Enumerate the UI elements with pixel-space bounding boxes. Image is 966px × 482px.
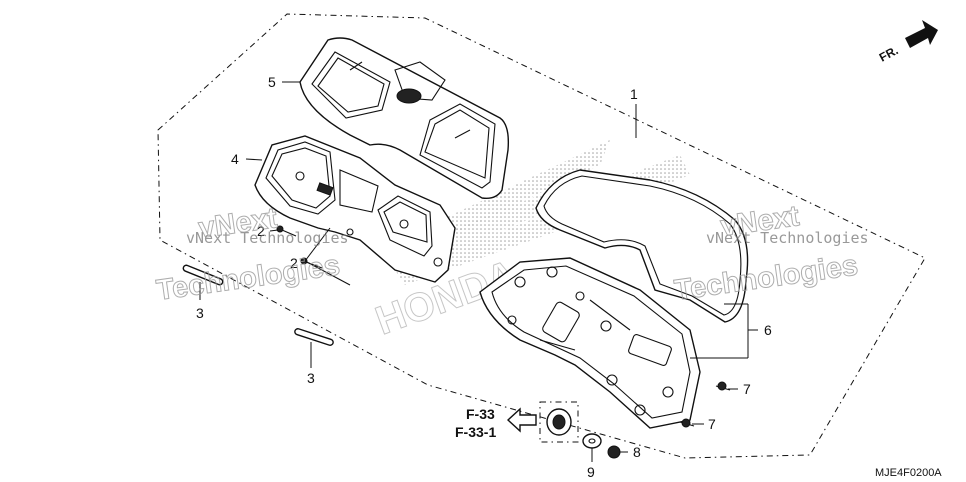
diagram-code: MJE4F0200A — [875, 467, 942, 479]
callout-2-b: 2 — [290, 255, 298, 271]
screw-part-7-a[interactable] — [715, 381, 731, 391]
reference-f-33-1: F-33-1 — [455, 424, 496, 440]
pin-part-3-a[interactable] — [182, 264, 224, 286]
callout-2-a: 2 — [257, 223, 265, 239]
callout-6: 6 — [764, 322, 772, 338]
screw-part-2-a[interactable] — [276, 225, 297, 237]
pin-part-3-b[interactable] — [294, 328, 334, 346]
callout-4: 4 — [231, 151, 239, 167]
callout-8: 8 — [633, 444, 641, 460]
watermark-large-left: Technologies — [155, 250, 342, 307]
assembly-boundary — [157, 13, 926, 459]
meter-lower-case-part-6[interactable] — [479, 257, 701, 429]
nut-part-8[interactable] — [607, 445, 621, 459]
meter-gasket-part-6[interactable] — [535, 169, 749, 323]
callout-1: 1 — [630, 86, 638, 102]
watermark-small-right: vNext Technologies — [706, 229, 869, 247]
meter-visor-part-5[interactable] — [299, 37, 510, 200]
screw-part-7-b[interactable] — [679, 418, 695, 428]
meter-case-part-4[interactable] — [254, 135, 456, 283]
callout-7-b: 7 — [708, 416, 716, 432]
callout-5: 5 — [268, 74, 276, 90]
callout-9: 9 — [587, 464, 595, 480]
callout-7-a: 7 — [743, 381, 751, 397]
callout-3-b: 3 — [307, 370, 315, 386]
front-direction-arrow-icon — [905, 20, 938, 48]
front-direction-label: FR. — [877, 43, 901, 64]
reference-f-33: F-33 — [466, 406, 495, 422]
watermark-small-left: vNext Technologies — [186, 229, 349, 247]
leader-lines — [199, 81, 758, 462]
callout-3-a: 3 — [196, 305, 204, 321]
grommet-reference-part[interactable] — [539, 401, 579, 443]
reference-arrow — [506, 407, 537, 433]
washer-part-9[interactable] — [582, 433, 602, 449]
